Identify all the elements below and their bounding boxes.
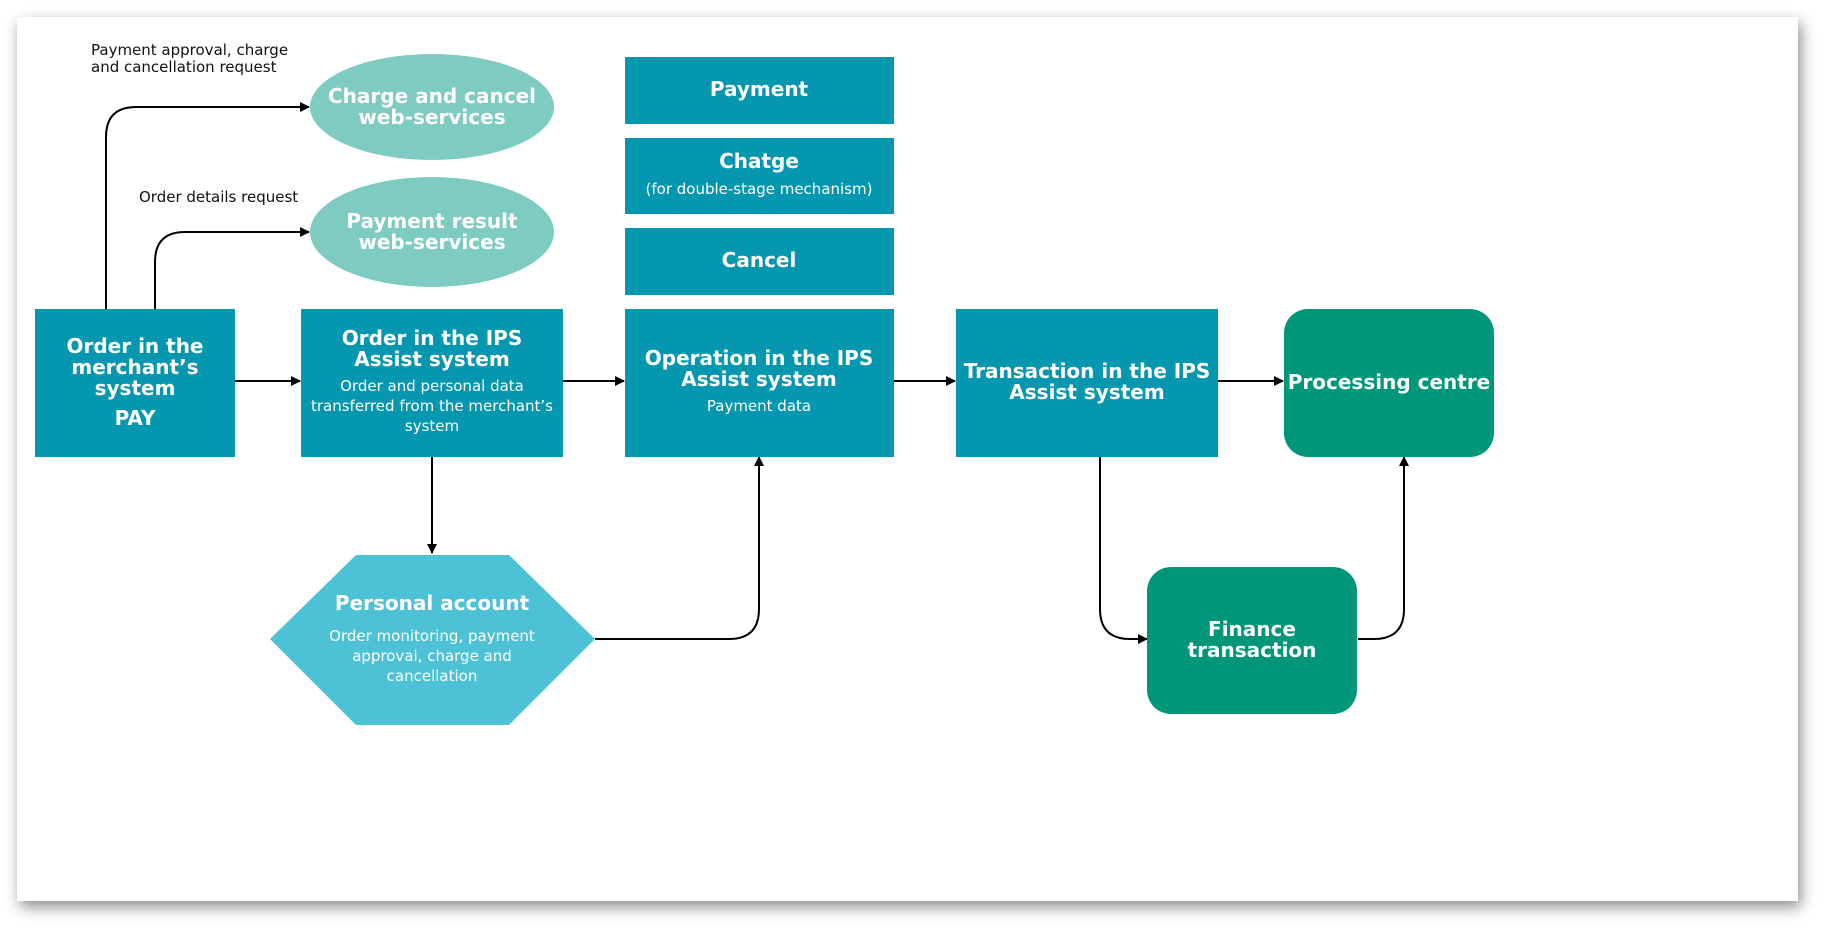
ips-order-shape bbox=[301, 309, 563, 457]
chatge-title-line: Chatge bbox=[719, 149, 799, 173]
personal-account-title-line: Personal account bbox=[335, 591, 530, 615]
ips-transaction-title-line: Assist system bbox=[1009, 380, 1164, 404]
finance-transaction-shape bbox=[1147, 567, 1357, 714]
payment-shape bbox=[625, 57, 894, 124]
payment-result-ws-title-line: Payment result bbox=[346, 209, 518, 233]
personal-account-subtitle: Order monitoring, payment approval, charg… bbox=[329, 627, 535, 685]
personal-account-shape bbox=[270, 555, 595, 725]
edges bbox=[105, 102, 1409, 644]
ips-order-subtitle: Order and personal data transferred from … bbox=[311, 377, 553, 435]
ips-operation-title-line: Operation in the IPS bbox=[645, 346, 874, 370]
ips-operation-subtitle-line: Payment data bbox=[707, 397, 811, 415]
edge-finance-to-processing bbox=[1358, 456, 1409, 640]
node-processing-centre: Processing centre bbox=[1284, 309, 1494, 457]
merchant-order-extra: PAY bbox=[115, 406, 156, 430]
payment-title: Payment bbox=[710, 77, 809, 101]
merchant-order-title-line: system bbox=[95, 376, 176, 400]
diagram-frame bbox=[17, 17, 1798, 901]
node-payment: Payment bbox=[625, 57, 894, 124]
finance-transaction-title-line: Finance bbox=[1208, 617, 1296, 641]
edge-personal-account-to-operation bbox=[595, 456, 764, 640]
charge-cancel-ws-shape bbox=[310, 54, 554, 160]
merchant-order-title-line: merchant’s bbox=[71, 355, 198, 379]
personal-account-subtitle-line: Order monitoring, payment bbox=[329, 627, 535, 645]
chatge-subtitle: (for double-stage mechanism) bbox=[646, 180, 873, 198]
chatge-title: Chatge bbox=[719, 149, 799, 173]
node-cancel: Cancel bbox=[625, 228, 894, 295]
ips-transaction-title-line: Transaction in the IPS bbox=[964, 359, 1211, 383]
edge-merchant-to-charge-cancel bbox=[105, 102, 310, 309]
label-approval-request-line: and cancellation request bbox=[91, 58, 277, 76]
label-details-request: Order details request bbox=[139, 188, 298, 206]
ips-order-subtitle-line: system bbox=[405, 417, 459, 435]
personal-account-subtitle-line: approval, charge and bbox=[352, 647, 512, 665]
merchant-order-title-line: Order in the bbox=[67, 334, 204, 358]
payment-result-ws-title-line: web-services bbox=[358, 230, 505, 254]
chatge-shape bbox=[625, 138, 894, 214]
edge-transaction-to-finance bbox=[1099, 457, 1148, 644]
node-personal-account: Personal account Order monitoring, payme… bbox=[270, 555, 595, 725]
charge-cancel-ws-title-line: Charge and cancel bbox=[328, 84, 536, 108]
label-approval-request-line: Payment approval, charge bbox=[91, 41, 288, 59]
processing-centre-title-line: Processing centre bbox=[1288, 370, 1491, 394]
payment-result-ws-shape bbox=[310, 177, 554, 287]
finance-transaction-title-line: transaction bbox=[1188, 638, 1317, 662]
payment-title-line: Payment bbox=[710, 77, 809, 101]
processing-centre-shape bbox=[1284, 309, 1494, 457]
ips-transaction-shape bbox=[956, 309, 1218, 457]
chatge-subtitle-line: (for double-stage mechanism) bbox=[646, 180, 873, 198]
cancel-title: Cancel bbox=[722, 248, 797, 272]
ips-operation-title-line: Assist system bbox=[681, 367, 836, 391]
personal-account-title: Personal account bbox=[335, 591, 530, 615]
personal-account-subtitle-line: cancellation bbox=[387, 667, 478, 685]
merchant-order-shape bbox=[35, 309, 235, 457]
cancel-title-line: Cancel bbox=[722, 248, 797, 272]
ips-operation-shape bbox=[625, 309, 894, 457]
processing-centre-title: Processing centre bbox=[1288, 370, 1491, 394]
ips-order-title-line: Assist system bbox=[354, 347, 509, 371]
edge-merchant-to-payment-result bbox=[154, 227, 310, 309]
cancel-shape bbox=[625, 228, 894, 295]
ips-operation-subtitle: Payment data bbox=[707, 397, 811, 415]
charge-cancel-ws-title-line: web-services bbox=[358, 105, 505, 129]
ips-order-title-line: Order in the IPS bbox=[342, 326, 522, 350]
ips-order-subtitle-line: Order and personal data bbox=[340, 377, 524, 395]
ips-order-subtitle-line: transferred from the merchant’s bbox=[311, 397, 553, 415]
node-chatge: Chatge (for double-stage mechanism) bbox=[625, 138, 894, 214]
label-details-request-line: Order details request bbox=[139, 188, 298, 206]
